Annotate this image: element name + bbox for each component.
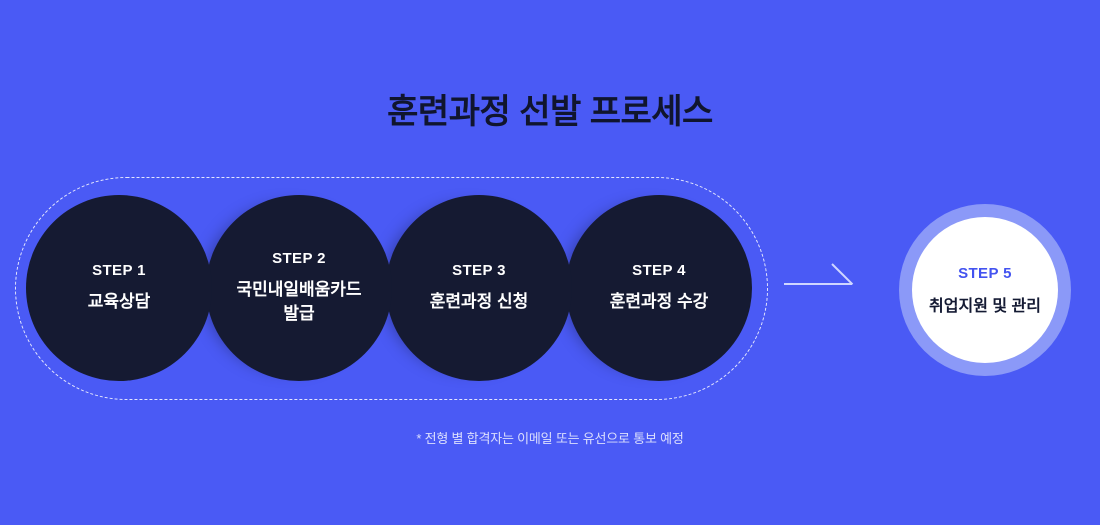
step-label: STEP 4	[632, 262, 686, 280]
steps-group-outline: STEP 1 교육상담 STEP 2 국민내일배움카드 발급 STEP 3 훈련…	[15, 177, 768, 400]
step-circle-2: STEP 2 국민내일배움카드 발급	[206, 195, 392, 381]
step-circle-5: STEP 5 취업지원 및 관리	[912, 217, 1058, 363]
step-circle-1: STEP 1 교육상담	[26, 195, 212, 381]
step-text: 훈련과정 수강	[609, 292, 709, 312]
footnote: * 전형 별 합격자는 이메일 또는 유선으로 통보 예정	[416, 431, 684, 446]
step-label: STEP 2	[272, 250, 326, 268]
step-circle-4: STEP 4 훈련과정 수강	[566, 195, 752, 381]
step-circle-5-halo: STEP 5 취업지원 및 관리	[899, 204, 1071, 376]
step-text: 훈련과정 신청	[429, 292, 529, 312]
step-text: 국민내일배움카드 발급	[236, 280, 362, 323]
step-label: STEP 3	[452, 262, 506, 280]
step-text: 취업지원 및 관리	[929, 297, 1041, 315]
page-title: 훈련과정 선발 프로세스	[387, 93, 713, 131]
step-label: STEP 5	[958, 264, 1012, 282]
step-text: 교육상담	[87, 292, 151, 312]
step-circle-3: STEP 3 훈련과정 신청	[386, 195, 572, 381]
step-label: STEP 1	[92, 262, 146, 280]
right-arrow-icon	[784, 263, 854, 286]
